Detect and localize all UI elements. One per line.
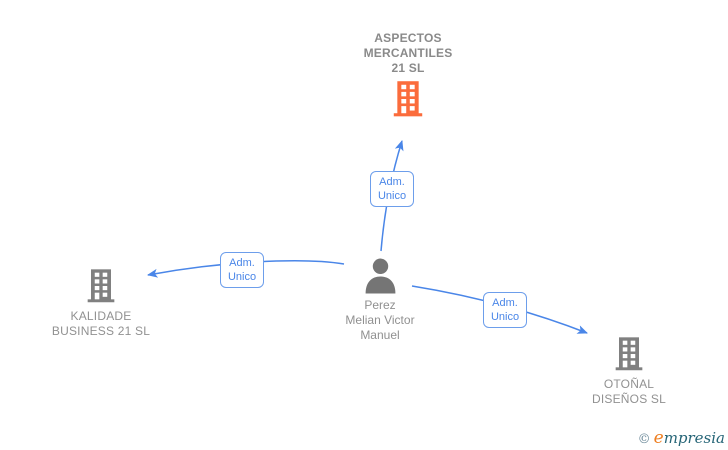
- edge-label-line: Unico: [490, 311, 520, 323]
- edge-label-line: Adm.: [492, 297, 518, 309]
- company-node-kalidade[interactable]: KALIDADE BUSINESS 21 SL: [31, 268, 171, 339]
- company-name-line: 21 SL: [391, 61, 425, 75]
- company-name-line: BUSINESS 21 SL: [51, 324, 151, 338]
- company-name: ASPECTOS MERCANTILES 21 SL: [328, 31, 488, 76]
- brand-initial: e: [653, 428, 664, 448]
- company-name: KALIDADE BUSINESS 21 SL: [31, 309, 171, 339]
- company-name-line: OTOÑAL: [603, 377, 655, 391]
- edge-label-line: Adm.: [229, 257, 255, 269]
- company-name-line: KALIDADE: [70, 309, 132, 323]
- company-name-line: MERCANTILES: [363, 46, 453, 60]
- edge-label-adm-unico: Adm. Unico: [483, 292, 527, 328]
- copyright-symbol: ©: [637, 432, 651, 447]
- person-name-line: Perez: [364, 298, 396, 312]
- brand-text: mpresia: [663, 429, 725, 447]
- company-name-line: ASPECTOS: [374, 31, 442, 45]
- building-icon: [87, 269, 115, 303]
- edge-label-line: Unico: [227, 271, 257, 283]
- person-name: Perez Melian Victor Manuel: [310, 298, 450, 343]
- building-icon: [393, 81, 423, 117]
- building-icon: [615, 337, 643, 371]
- company-name: OTOÑAL DISEÑOS SL: [559, 377, 699, 407]
- company-node-otonal[interactable]: OTOÑAL DISEÑOS SL: [559, 336, 699, 407]
- company-node-aspectos[interactable]: ASPECTOS MERCANTILES 21 SL: [328, 31, 488, 118]
- person-icon: [365, 258, 395, 294]
- person-name-line: Melian Victor: [345, 313, 415, 327]
- edge-label-adm-unico: Adm. Unico: [370, 171, 414, 207]
- person-name-line: Manuel: [360, 328, 400, 342]
- person-node-perez[interactable]: Perez Melian Victor Manuel: [310, 256, 450, 343]
- edge-label-line: Unico: [377, 190, 407, 202]
- edge-label-line: Adm.: [379, 176, 405, 188]
- empresia-logo[interactable]: ©empresia: [638, 428, 725, 448]
- company-name-line: DISEÑOS SL: [591, 392, 667, 406]
- edge-label-adm-unico: Adm. Unico: [220, 252, 264, 288]
